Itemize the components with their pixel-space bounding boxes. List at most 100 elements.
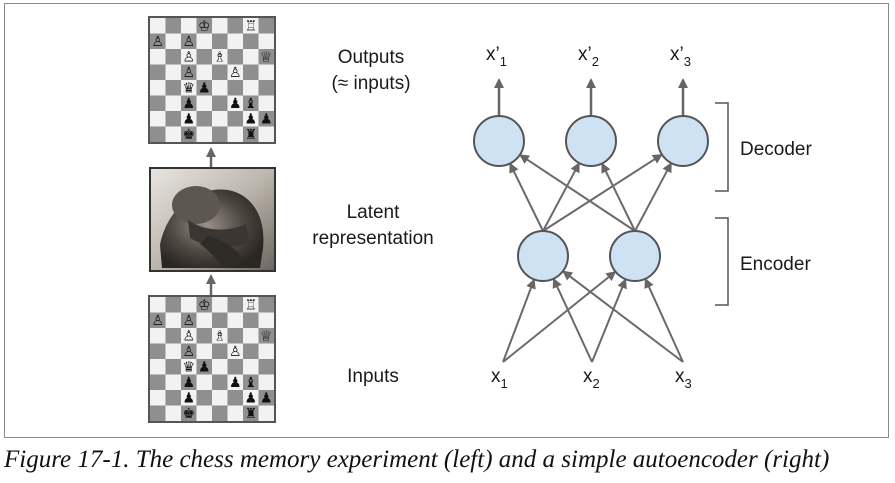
outputs-approx-label: (≈ inputs) [331,73,410,94]
encoder-neuron-2 [609,230,661,282]
edge-encoder-1-to-decoder-3 [542,153,663,232]
output-board-square [150,18,166,34]
edge-encoder-1-to-decoder-1 [509,162,544,232]
output-board-square [227,111,243,127]
output-board-square [227,33,243,49]
output-board-square [227,18,243,34]
input-board-square [227,343,243,359]
output-board-piece: ♕ [260,50,273,66]
edge-encoder-2-to-decoder-2 [601,162,636,232]
input-board-square [150,297,166,313]
output-board-square [227,80,243,96]
encoder-bracket [715,217,729,306]
output-board-square [196,111,212,127]
input-board-square [150,390,166,406]
input-board-square [181,312,197,328]
input-board-square [258,328,274,344]
input-board-square [165,297,181,313]
input-board-square [165,328,181,344]
input-board-square [243,328,259,344]
output-board-piece: ♔ [198,19,211,35]
output-board-piece: ♙ [182,50,195,66]
output-board-square [212,111,228,127]
output-board-square [258,33,274,49]
output-board-square [212,95,228,111]
output-board-square [258,126,274,142]
output-board-square [165,111,181,127]
output-board-square [196,49,212,65]
input-board-square [150,343,166,359]
output-board-square [258,64,274,80]
output-board-square [165,33,181,49]
latent-image [149,167,276,272]
figure-caption: Figure 17-1. The chess memory experiment… [4,446,830,473]
input-board-square [227,312,243,328]
input-board-square [227,297,243,313]
input-board-square [212,328,228,344]
input-board-square [181,374,197,390]
input-board-square [243,312,259,328]
input-board-square [212,312,228,328]
input-board-square [227,390,243,406]
output-board-square [150,126,166,142]
input-board-square [258,390,274,406]
output-board-square [212,18,228,34]
output-board-square [227,95,243,111]
input-board-square [227,374,243,390]
output-board-square [227,49,243,65]
output-board-piece: ♟ [260,112,273,128]
output-board-square [181,111,197,127]
input-board-square [196,359,212,375]
input-label-2: x2 [583,366,600,391]
input-board-square [258,297,274,313]
input-board-piece: ♟ [198,360,211,376]
output-board-piece: ♙ [229,65,242,81]
output-board-square [243,18,259,34]
input-board-piece: ♜ [244,406,257,422]
input-board-piece: ♙ [229,344,242,360]
input-board-square [212,343,228,359]
input-board-square [150,359,166,375]
input-board-square [165,312,181,328]
output-board-square [258,95,274,111]
output-board-square [227,64,243,80]
input-board-square [165,359,181,375]
output-board-square [196,80,212,96]
input-board-piece: ♖ [244,298,257,314]
output-board-piece: ♟ [198,81,211,97]
input-board-piece: ♙ [151,313,164,329]
decoder-neuron-1 [473,115,525,167]
input-board-piece: ♗ [213,329,226,345]
output-board-square [212,126,228,142]
edge-encoder-1-to-decoder-2 [542,162,580,232]
output-board-square [165,64,181,80]
output-label-2: x’2 [578,44,599,69]
output-board-square [181,33,197,49]
output-board-square [181,126,197,142]
output-board-piece: ♟ [229,96,242,112]
input-board-square [243,343,259,359]
output-board-square [196,126,212,142]
output-board-square [181,49,197,65]
decoder-neuron-2 [565,115,617,167]
output-label-3: x’3 [670,44,691,69]
chess-board-input: ♔♖♙♙♙♗♕♙♙♛♟♟♟♝♟♟♟♚♜ [148,295,276,423]
input-board-square [196,405,212,421]
outputs-label: Outputs [338,47,405,68]
output-board-piece: ♚ [182,127,195,143]
output-board-square [212,33,228,49]
output-board-square [227,126,243,142]
output-board-piece: ♟ [182,112,195,128]
decoder-label: Decoder [740,139,812,160]
input-board-square [258,312,274,328]
output-board-piece: ♝ [244,96,257,112]
edge-input-3-to-encoder-1 [562,270,684,363]
output-board-square [258,18,274,34]
input-board-piece: ♔ [198,298,211,314]
output-board-square [165,49,181,65]
output-board-square [165,126,181,142]
input-board-square [258,343,274,359]
input-board-square [165,374,181,390]
output-board-square [243,126,259,142]
input-board-square [150,312,166,328]
